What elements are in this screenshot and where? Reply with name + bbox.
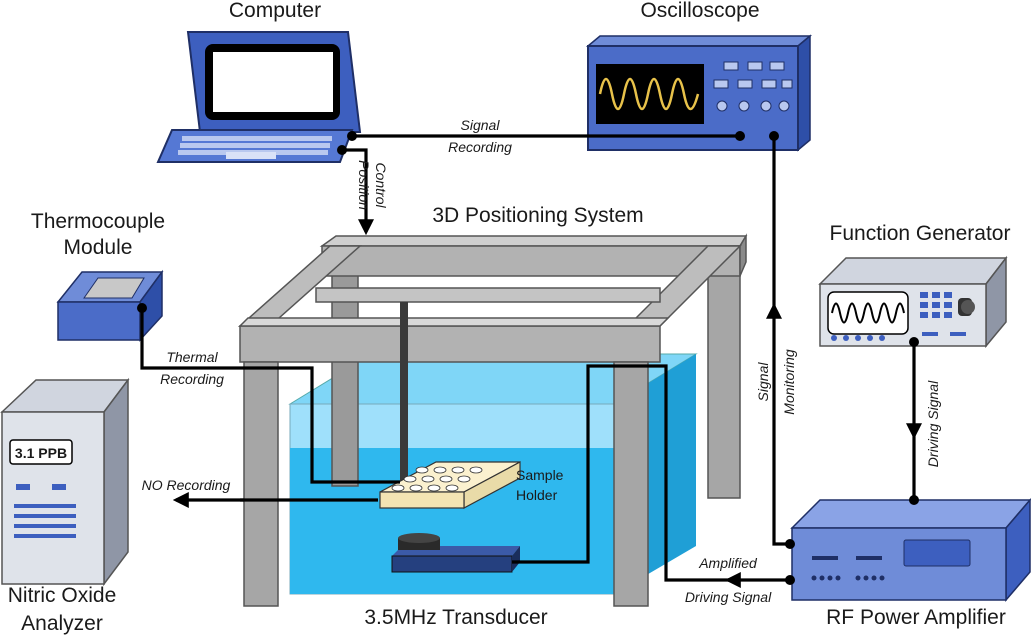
sample-holder-icon <box>379 460 521 510</box>
oscilloscope-icon <box>585 34 813 152</box>
thermal-recording-wire <box>140 308 400 484</box>
nitric-oxide-analyzer-icon: 3.1 PPB <box>0 377 130 587</box>
amplified-label-line1: Amplified <box>698 555 758 571</box>
transducer-label: 3.5MHz Transducer <box>364 606 547 629</box>
sample-holder-label-line2: Holder <box>516 487 558 503</box>
function-generator-icon <box>818 255 1008 349</box>
signal-recording-label-line1: Signal <box>461 117 501 133</box>
thermal-recording-label-line1: Thermal <box>166 349 218 365</box>
signal-monitoring-label-line1: Signal <box>755 362 771 402</box>
amplified-label-line2: Driving Signal <box>685 589 772 605</box>
analyzer-display-text: 3.1 PPB <box>15 445 67 461</box>
computer-icon <box>156 31 362 163</box>
thermocouple-module-icon <box>56 269 164 342</box>
thermal-recording-label-line2: Recording <box>160 371 224 387</box>
position-control-wire <box>342 148 374 236</box>
position-control-label-line2: Control <box>373 162 389 208</box>
function-generator-label: Function Generator <box>830 222 1011 245</box>
positioning-system-label: 3D Positioning System <box>432 204 643 227</box>
computer-label: Computer <box>229 0 321 22</box>
thermocouple-label-line1: Thermocouple <box>31 210 165 233</box>
rf-power-amplifier-icon <box>790 497 1031 603</box>
transducer-wire <box>512 364 734 582</box>
driving-signal-label: Driving Signal <box>925 380 941 467</box>
signal-monitoring-label-line2: Monitoring <box>781 349 797 415</box>
amplifier-label: RF Power Amplifier <box>826 606 1006 629</box>
thermocouple-label-line2: Module <box>64 236 133 259</box>
no-recording-label: NO Recording <box>142 477 231 493</box>
analyzer-label-line2: Analyzer <box>21 612 103 635</box>
positioning-frame <box>238 233 748 607</box>
position-control-label-line1: Position <box>356 160 372 210</box>
signal-monitoring-wire <box>766 302 790 546</box>
probe-rod <box>400 302 408 482</box>
wires <box>137 131 922 588</box>
oscilloscope-label: Oscilloscope <box>640 0 759 22</box>
analyzer-label-line1: Nitric Oxide <box>8 584 117 607</box>
sample-holder-label-line1: Sample <box>516 467 564 483</box>
transducer-icon <box>391 533 520 573</box>
signal-recording-label-line2: Recording <box>448 139 512 155</box>
